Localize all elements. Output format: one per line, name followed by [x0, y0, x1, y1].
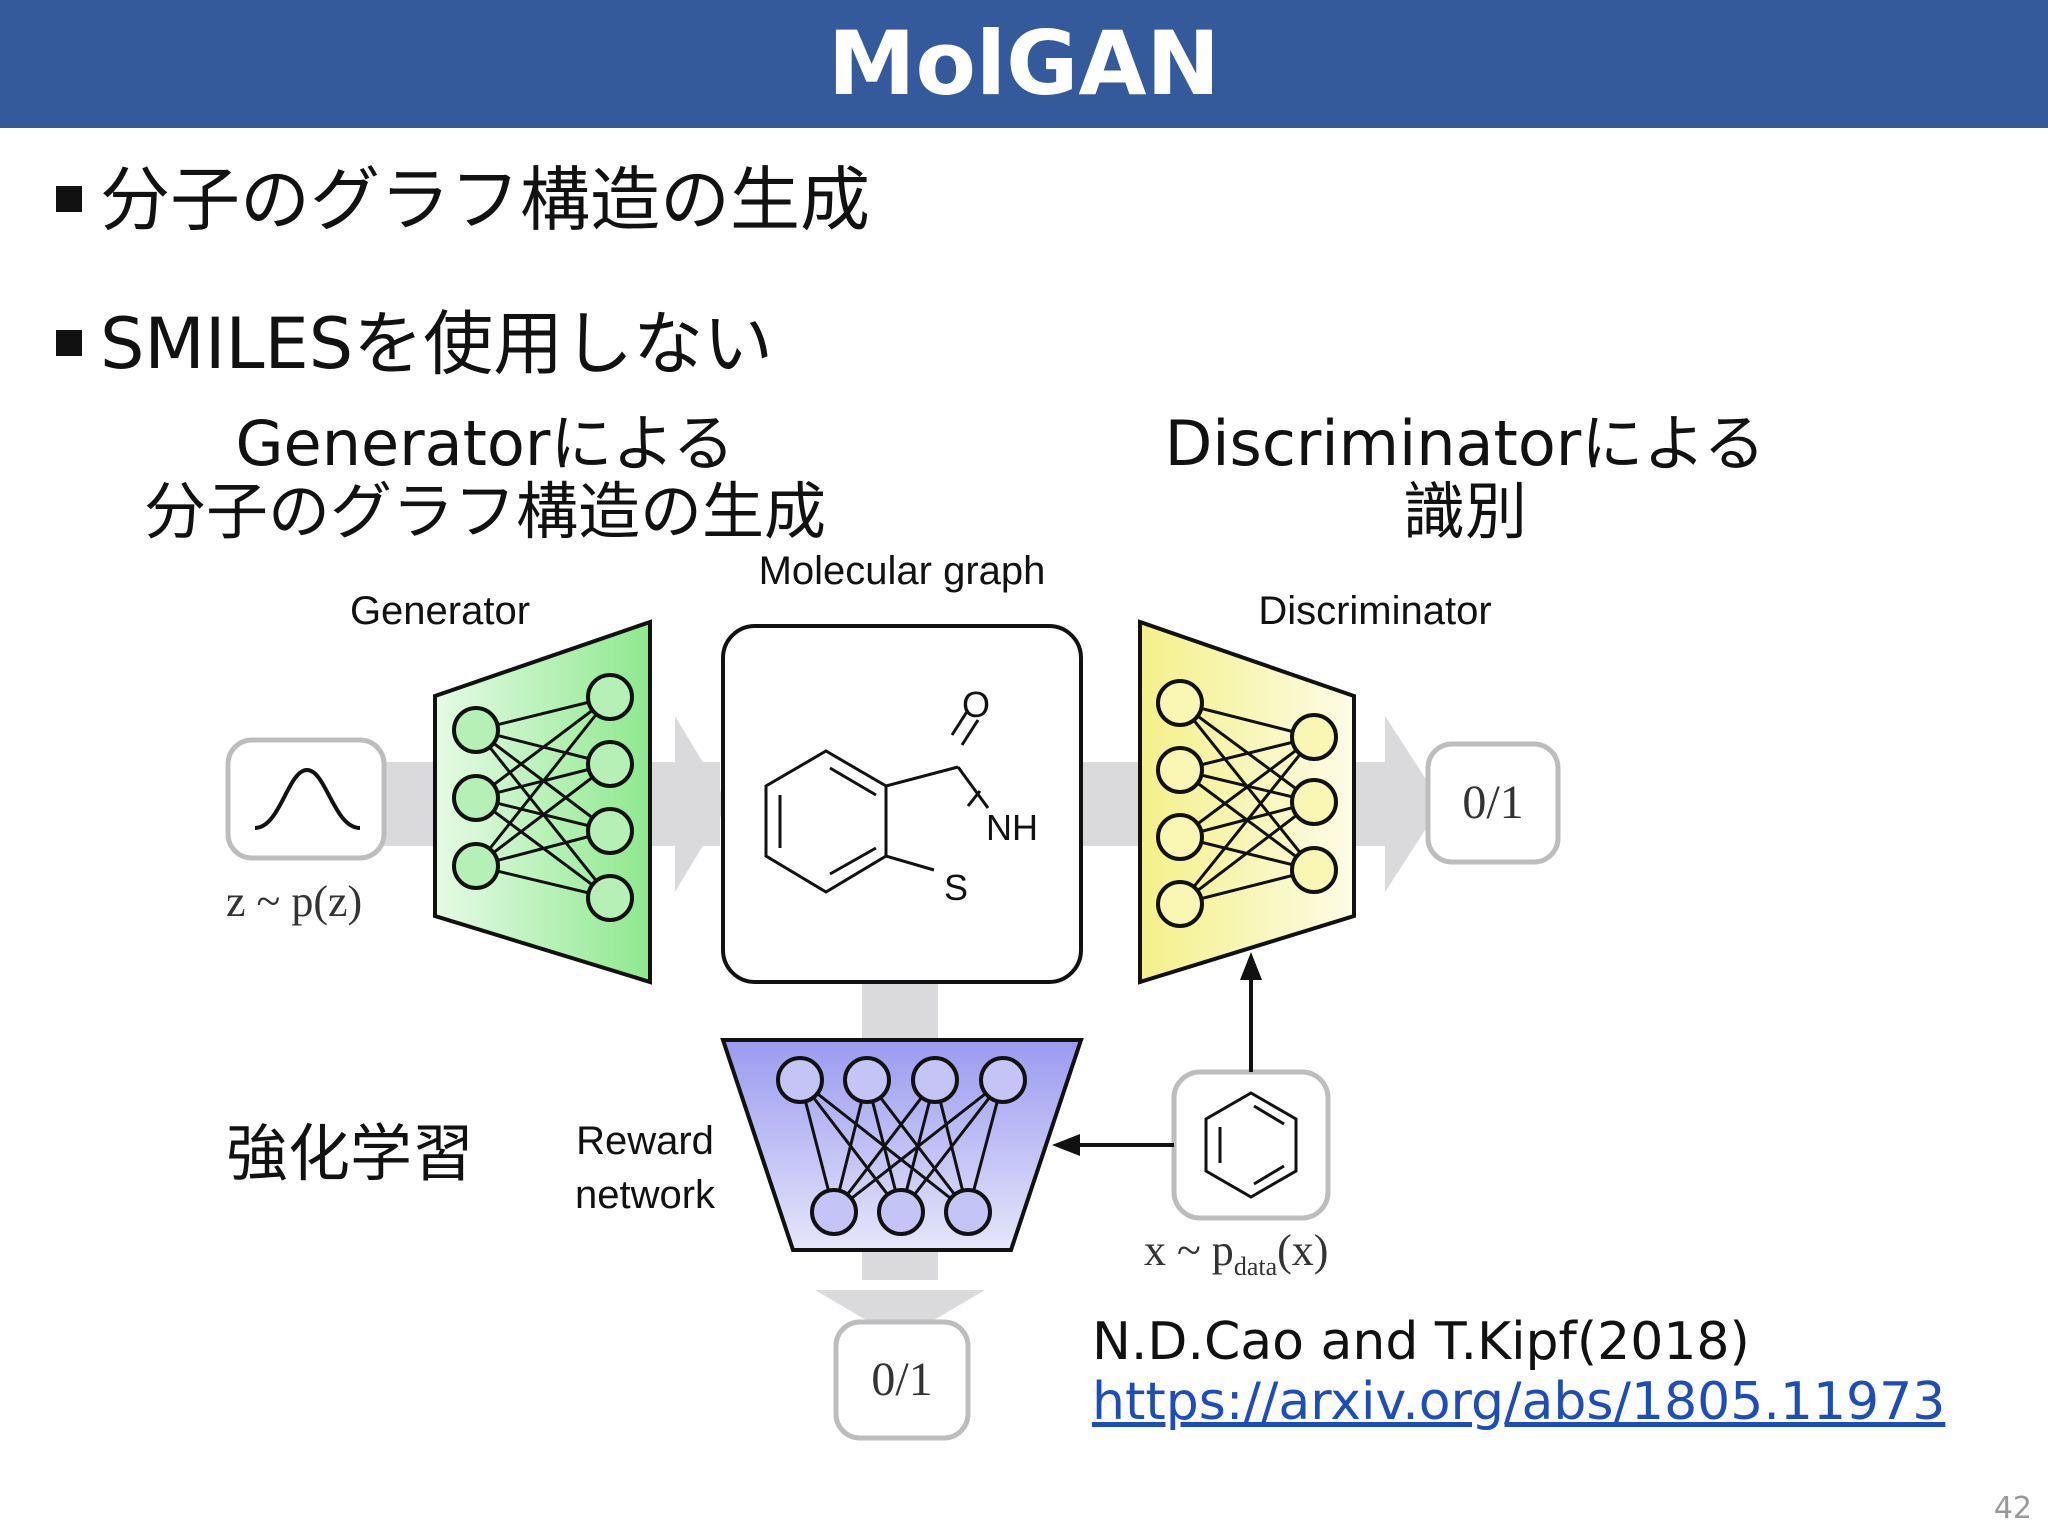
benzene-icon [1204, 1091, 1298, 1199]
reference-link-container: https://arxiv.org/abs/1805.11973 [1092, 1372, 1945, 1432]
gaussian-curve-icon [254, 767, 361, 830]
atom-nh-label: NH [986, 807, 1038, 848]
generator-nodes [452, 673, 634, 922]
discriminator-nodes [1156, 679, 1338, 928]
discriminator-heading: Discriminatorによる 識別 [1164, 407, 1766, 548]
flow-arrow-head-3 [815, 1290, 985, 1340]
discriminator-output-label: 0/1 [1462, 776, 1523, 829]
reward-output-label: 0/1 [871, 1353, 932, 1406]
molecular-graph-label: Molecular graph [759, 549, 1046, 593]
slide-title: MolGAN [827, 12, 1221, 115]
rl-heading: 強化学習 [225, 1117, 474, 1190]
discriminator-output-box [1425, 741, 1561, 865]
generator-heading: Generatorによる 分子のグラフ構造の生成 [143, 407, 826, 548]
page-number: 42 [1993, 1491, 2032, 1526]
arrow-to-reward-head [1052, 1134, 1080, 1156]
reward-network-label-2: network [575, 1173, 716, 1217]
reference-authors: N.D.Cao and T.Kipf(2018) [1092, 1312, 1750, 1372]
discriminator-label: Discriminator [1258, 589, 1491, 633]
atom-s-label: S [944, 867, 968, 908]
flow-arrow-head-1 [675, 716, 728, 892]
reward-output-box [833, 1319, 971, 1441]
real-data-label: x ~ pdata(x) [1144, 1226, 1328, 1281]
reward-network-label-1: Reward [576, 1119, 714, 1163]
benzisothiazolone-structure [764, 709, 990, 894]
arrow-to-discriminator-head [1240, 952, 1262, 980]
flow-arrow-head-2 [1385, 716, 1442, 892]
molecular-graph-box [721, 624, 1083, 984]
noise-label: z ~ p(z) [226, 877, 362, 926]
bullet-square-icon [56, 185, 82, 212]
bullet-item-graph: 分子のグラフ構造の生成 [56, 158, 870, 242]
reward-network-nodes [776, 1056, 1027, 1236]
reference-link[interactable]: https://arxiv.org/abs/1805.11973 [1092, 1372, 1946, 1432]
bullet-square-icon [56, 329, 82, 356]
atom-o-label: O [962, 684, 990, 725]
noise-input-box [225, 737, 387, 861]
title-bar [0, 0, 2048, 128]
generator-label: Generator [350, 589, 530, 633]
bullet-item-smiles: SMILESを使用しない [56, 302, 773, 386]
